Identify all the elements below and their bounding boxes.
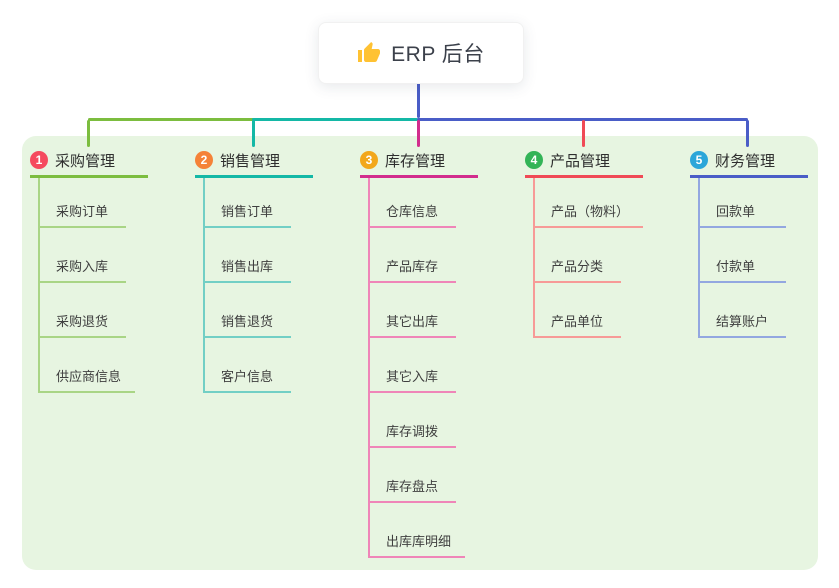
child-label: 采购退货: [56, 314, 109, 329]
connector-bus-segment: [252, 118, 418, 121]
child-node[interactable]: 其它出库: [370, 283, 456, 338]
connector-drop: [87, 120, 90, 147]
connector-drop: [417, 120, 420, 147]
connector-bus-segment: [417, 118, 748, 121]
child-label: 付款单: [716, 259, 756, 274]
child-label: 采购订单: [56, 204, 109, 219]
branch-children: 采购订单 采购入库 采购退货 供应商信息: [38, 178, 136, 393]
child-node[interactable]: 产品（物料）: [535, 178, 644, 228]
branch-header[interactable]: 4 产品管理: [525, 145, 643, 178]
branch-children: 销售订单 销售出库 销售退货 客户信息: [203, 178, 291, 393]
branch-number-badge: 4: [525, 151, 543, 169]
child-label: 销售出库: [221, 259, 274, 274]
child-node[interactable]: 库存盘点: [370, 448, 456, 503]
branch-title: 销售管理: [220, 152, 281, 170]
child-node[interactable]: 销售退货: [205, 283, 291, 338]
child-node[interactable]: 产品单位: [535, 283, 621, 338]
connector-drop: [582, 120, 585, 147]
branch-header[interactable]: 3 库存管理: [360, 145, 478, 178]
branch-number-badge: 3: [360, 151, 378, 169]
branch-header[interactable]: 1 采购管理: [30, 145, 148, 178]
child-node[interactable]: 采购退货: [40, 283, 126, 338]
root-node[interactable]: ERP 后台: [318, 22, 524, 84]
child-label: 仓库信息: [386, 204, 439, 219]
connector-drop: [252, 120, 255, 147]
branch-title: 财务管理: [715, 152, 776, 170]
branch-header[interactable]: 2 销售管理: [195, 145, 313, 178]
child-node[interactable]: 仓库信息: [370, 178, 456, 228]
branch-2: 2 销售管理 销售订单 销售出库 销售退货 客户信息: [195, 145, 313, 393]
connector-stem: [417, 82, 420, 118]
branch-5: 5 财务管理 回款单 付款单 结算账户: [690, 145, 808, 338]
child-label: 采购入库: [56, 259, 109, 274]
child-node[interactable]: 付款单: [700, 228, 786, 283]
child-label: 库存盘点: [386, 479, 439, 494]
child-label: 销售退货: [221, 314, 274, 329]
child-label: 销售订单: [221, 204, 274, 219]
child-node[interactable]: 库存调拨: [370, 393, 456, 448]
branch-number-badge: 2: [195, 151, 213, 169]
child-label: 回款单: [716, 204, 756, 219]
child-node[interactable]: 出库库明细: [370, 503, 466, 558]
child-node[interactable]: 供应商信息: [40, 338, 136, 393]
child-label: 产品库存: [386, 259, 439, 274]
branch-number-badge: 5: [690, 151, 708, 169]
child-node[interactable]: 其它入库: [370, 338, 456, 393]
child-label: 产品分类: [551, 259, 604, 274]
branch-1: 1 采购管理 采购订单 采购入库 采购退货 供应商信息: [30, 145, 148, 393]
branch-4: 4 产品管理 产品（物料） 产品分类 产品单位: [525, 145, 644, 338]
child-label: 产品单位: [551, 314, 604, 329]
branch-title: 库存管理: [385, 152, 446, 170]
child-node[interactable]: 采购入库: [40, 228, 126, 283]
connector-drop: [746, 120, 749, 147]
child-node[interactable]: 产品库存: [370, 228, 456, 283]
child-label: 其它入库: [386, 369, 439, 384]
child-label: 其它出库: [386, 314, 439, 329]
branch-title: 采购管理: [55, 152, 116, 170]
child-label: 产品（物料）: [551, 204, 630, 219]
child-node[interactable]: 采购订单: [40, 178, 126, 228]
branch-title: 产品管理: [550, 152, 611, 170]
child-node[interactable]: 回款单: [700, 178, 786, 228]
child-label: 库存调拨: [386, 424, 439, 439]
branch-children: 产品（物料） 产品分类 产品单位: [533, 178, 644, 338]
branch-3: 3 库存管理 仓库信息 产品库存 其它出库 其它入库 库存调拨 库存盘点 出库库…: [360, 145, 478, 558]
child-node[interactable]: 结算账户: [700, 283, 786, 338]
branches-panel: [22, 136, 818, 570]
root-title: ERP 后台: [391, 43, 485, 66]
child-label: 结算账户: [716, 314, 769, 329]
branch-header[interactable]: 5 财务管理: [690, 145, 808, 178]
branch-number-badge: 1: [30, 151, 48, 169]
child-label: 客户信息: [221, 369, 274, 384]
child-label: 出库库明细: [386, 534, 452, 549]
branch-children: 回款单 付款单 结算账户: [698, 178, 786, 338]
child-label: 供应商信息: [56, 369, 122, 384]
branch-children: 仓库信息 产品库存 其它出库 其它入库 库存调拨 库存盘点 出库库明细: [368, 178, 466, 558]
connector-bus-segment: [88, 118, 254, 121]
child-node[interactable]: 销售出库: [205, 228, 291, 283]
thumbs-up-icon: [357, 41, 381, 65]
child-node[interactable]: 客户信息: [205, 338, 291, 393]
child-node[interactable]: 产品分类: [535, 228, 621, 283]
child-node[interactable]: 销售订单: [205, 178, 291, 228]
